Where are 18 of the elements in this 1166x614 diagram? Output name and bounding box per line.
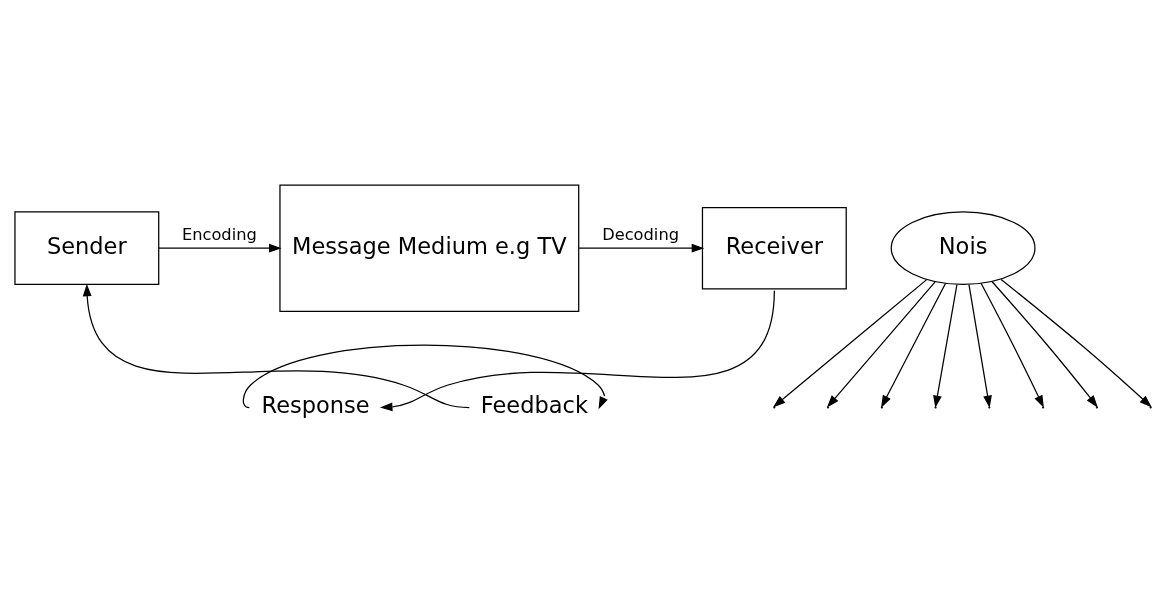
arrow bbox=[826, 280, 936, 408]
edge-label: Encoding bbox=[181, 224, 257, 244]
arrow bbox=[158, 243, 282, 252]
node-box: Message Medium e.g TV bbox=[279, 183, 580, 312]
arrow bbox=[933, 283, 958, 408]
edge-label: Decoding bbox=[602, 224, 680, 244]
arrow bbox=[772, 278, 928, 407]
arrow bbox=[578, 243, 705, 252]
arrow bbox=[881, 282, 947, 408]
node-text: Feedback bbox=[480, 391, 588, 418]
node-box: Receiver bbox=[701, 206, 847, 289]
node-text: Response bbox=[261, 391, 370, 418]
node-box: Sender bbox=[14, 210, 160, 285]
node-ellipse: Nois bbox=[890, 210, 1036, 285]
arrow bbox=[379, 289, 775, 411]
arrow bbox=[242, 344, 608, 409]
arrow bbox=[82, 283, 470, 408]
arrow bbox=[968, 283, 992, 408]
